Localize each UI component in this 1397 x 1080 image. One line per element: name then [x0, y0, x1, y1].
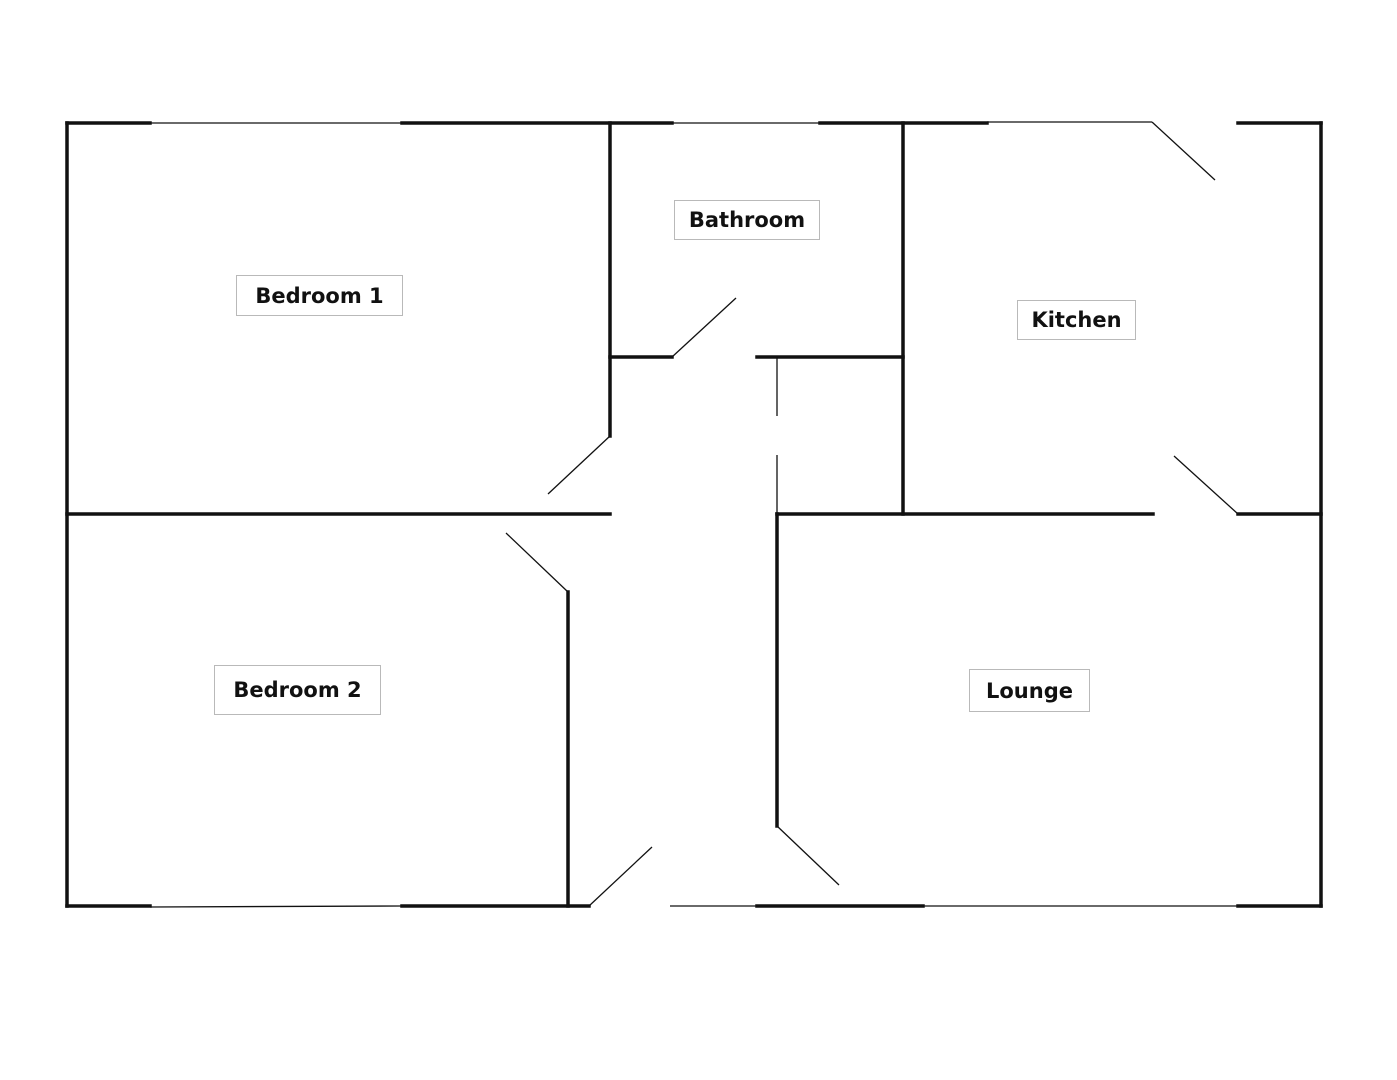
bedroom2-door	[505, 532, 569, 593]
lounge-door	[776, 825, 840, 886]
bedroom1-door	[547, 435, 611, 495]
bedroom1-label: Bedroom 1	[236, 275, 403, 316]
door-swings	[505, 121, 1239, 907]
bedroom2-label: Bedroom 2	[214, 665, 381, 715]
interior-walls	[65, 121, 1323, 908]
kitchen-lounge-door	[1173, 455, 1239, 515]
kitchen-label: Kitchen	[1017, 300, 1136, 340]
bathroom-door	[671, 297, 737, 358]
front-door	[588, 846, 653, 907]
bathroom-label: Bathroom	[674, 200, 820, 240]
kitchen-entrance-door	[1151, 121, 1216, 181]
lounge-label: Lounge	[969, 669, 1090, 712]
